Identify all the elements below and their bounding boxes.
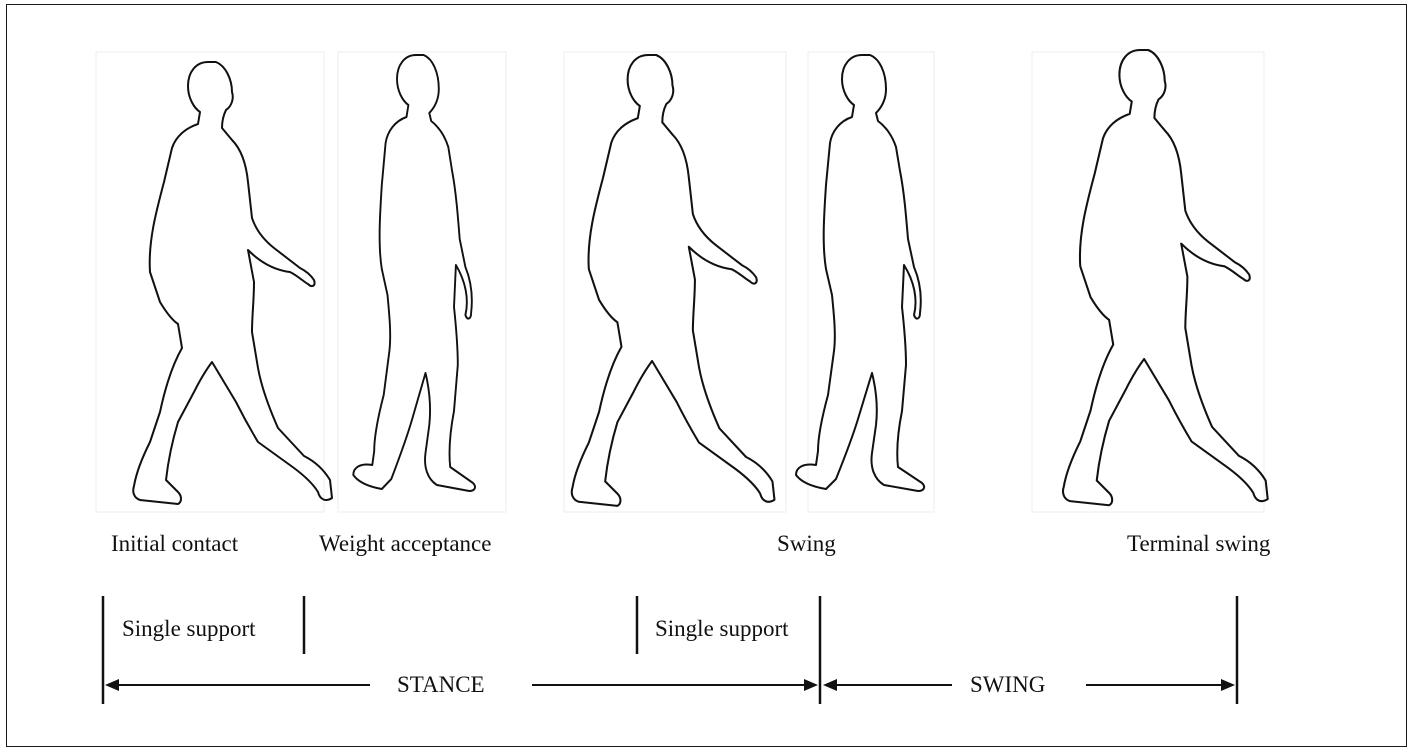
label-terminal-swing: Terminal swing — [1127, 532, 1270, 555]
figure-box-swing — [808, 52, 934, 512]
stance-arrowhead-right — [804, 679, 818, 691]
figure-box-weight-acceptance — [338, 52, 506, 512]
figure-box-terminal-swing — [1032, 52, 1264, 512]
figure-box-mid-stance — [564, 52, 786, 512]
figure-box-initial-contact — [96, 52, 324, 512]
swing-arrowhead-right — [1221, 679, 1235, 691]
label-stance: STANCE — [397, 673, 485, 696]
label-single-support-1: Single support — [122, 617, 256, 640]
label-initial-contact: Initial contact — [111, 532, 238, 555]
swing-arrowhead-left — [823, 679, 837, 691]
stance-arrowhead-left — [105, 679, 119, 691]
label-swing-period: SWING — [970, 673, 1045, 696]
label-swing: Swing — [777, 532, 836, 555]
label-single-support-2: Single support — [655, 617, 789, 640]
label-weight-acceptance: Weight acceptance — [319, 532, 491, 555]
